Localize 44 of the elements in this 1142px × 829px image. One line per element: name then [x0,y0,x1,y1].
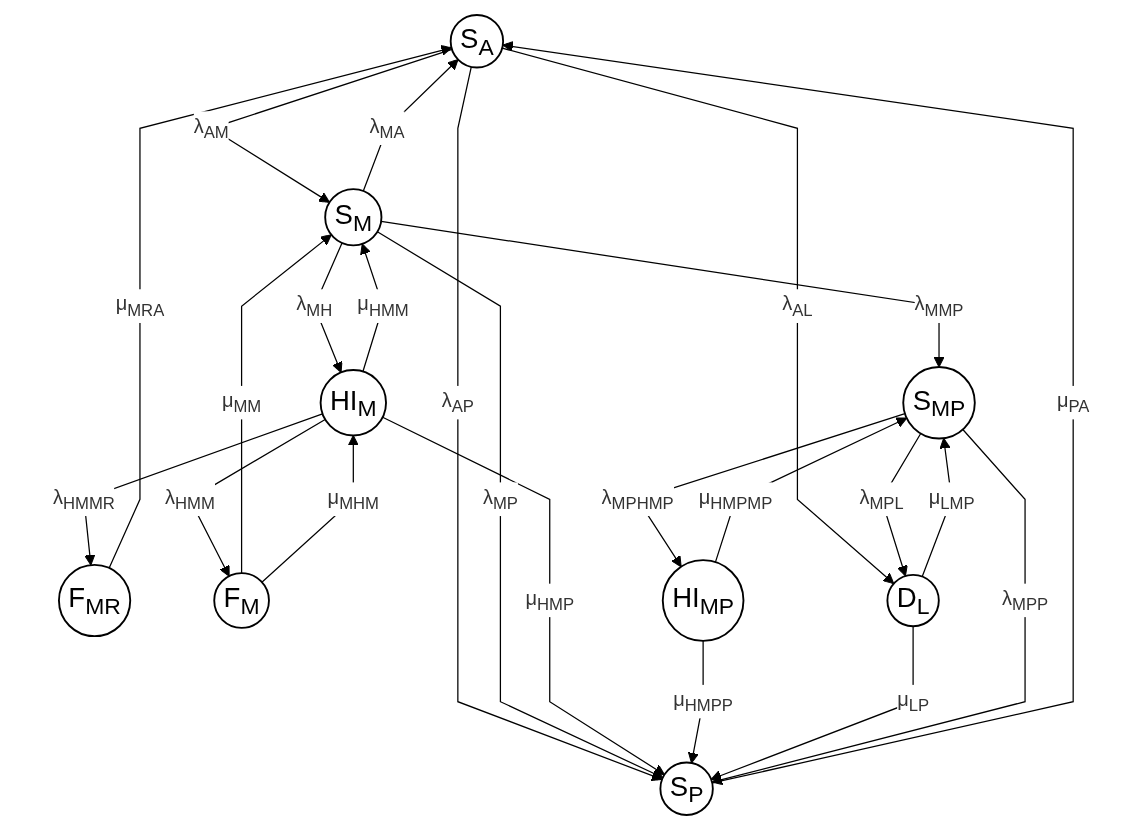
edge-label: λ$_{MH}$ [296,292,333,319]
arrow [362,58,459,192]
edge-label: μ$_{LP}$ [896,687,929,715]
edge-label: μ$_{PA}$ [1056,389,1090,416]
arrow [240,233,332,574]
node-circle: S$_{MP}$ [902,365,976,439]
edge-label: λ$_{HMM}$ [164,485,215,513]
edge-label: μ$_{HMPMP}$ [698,485,773,513]
edge-label: μ$_{HMPP}$ [673,687,733,715]
node-circle: D$_{L}$ [886,573,940,627]
arrow [711,428,1026,785]
node-circle: F$_{MR}$ [57,563,131,637]
edge-label: λ$_{MA}$ [369,114,405,142]
edge-label: λ$_{MP}$ [482,485,518,513]
edge-label: λ$_{MMP}$ [914,292,964,319]
arrow [710,625,914,781]
arrow [380,220,945,367]
edge-label: λ$_{MPL}$ [859,485,904,513]
arrow [501,47,894,584]
edge-label: λ$_{MPHMP}$ [601,485,674,513]
node-circle: F$_{M}$ [213,571,270,629]
arrow [714,416,907,563]
node-circle: S$_{M}$ [324,187,383,246]
arrow [376,230,664,778]
edge-label: μ$_{HMM}$ [357,292,409,319]
arrow [457,65,663,781]
edge-label: μ$_{HMP}$ [525,586,574,614]
edge-label: λ$_{AM}$ [193,114,229,142]
edge-label: λ$_{MPP}$ [1001,586,1048,614]
edge-label: μ$_{MM}$ [221,389,262,416]
arrow [502,40,1074,784]
edge-label: λ$_{AP}$ [441,389,474,416]
arrow [83,412,323,566]
edge-label: μ$_{MHM}$ [327,485,379,513]
edge-label: λ$_{HMMR}$ [52,485,115,513]
edge-label: λ$_{AL}$ [781,292,813,319]
node-circle: HI$_{M}$ [319,368,387,436]
arrow [381,416,665,775]
node-circle: S$_{A}$ [449,13,504,68]
edge-label: μ$_{MRA}$ [115,292,165,319]
node-circle: S$_{P}$ [659,761,714,816]
node-circle: HI$_{MP}$ [661,558,745,642]
arrow [108,44,452,569]
edge-label: μ$_{LMP}$ [928,485,975,513]
